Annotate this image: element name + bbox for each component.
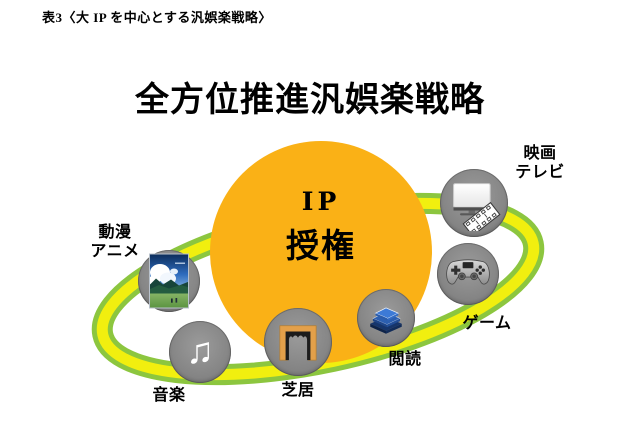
- figure-caption: 表3〈大 IP を中心とする汎娯楽戦略〉: [42, 10, 272, 25]
- anime-label-line2: アニメ: [90, 243, 140, 260]
- anime-still-icon: [149, 253, 189, 309]
- node-movie-tv: [440, 169, 508, 237]
- anime-label-line1: 動漫: [98, 224, 132, 241]
- node-music: ♫: [169, 321, 231, 383]
- gamepad-icon: [446, 259, 490, 285]
- node-game-label: ゲーム: [462, 315, 512, 332]
- node-anime: [138, 250, 200, 312]
- node-reading: [357, 289, 415, 347]
- movie-label-line1: 映画: [523, 145, 557, 162]
- node-theater-label: 芝居: [281, 382, 315, 399]
- node-anime-label: 動漫 アニメ: [80, 223, 150, 261]
- node-music-label: 音楽: [152, 387, 186, 404]
- node-theater: [264, 308, 332, 376]
- node-game: [437, 243, 499, 305]
- music-note-icon: ♫: [186, 329, 214, 371]
- books-icon: [370, 307, 402, 334]
- node-movie-tv-label: 映画 テレビ: [500, 144, 580, 182]
- tv-filmstrip-icon: [453, 183, 501, 231]
- hub-license-text: 授権: [286, 227, 356, 264]
- movie-label-line2: テレビ: [515, 164, 565, 181]
- stage-curtain-icon: [279, 325, 317, 361]
- hub-ip-text: IP: [301, 187, 341, 216]
- node-reading-label: 閲読: [388, 351, 422, 368]
- main-title: 全方位推進汎娯楽戦略: [135, 81, 485, 119]
